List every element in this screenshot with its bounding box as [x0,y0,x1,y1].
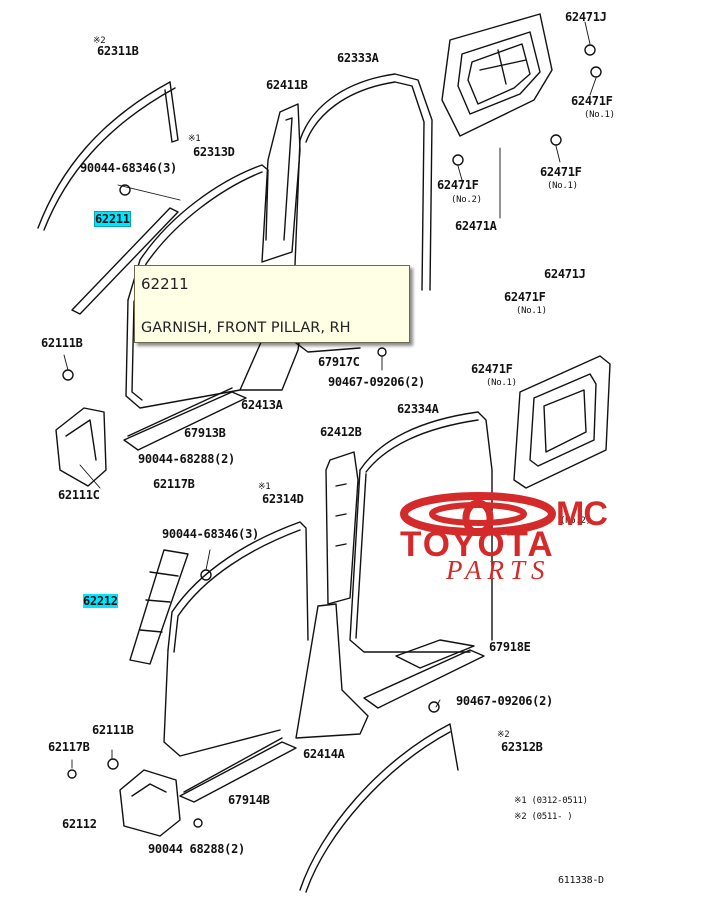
footnote: ※2 (0511- ) [514,812,573,822]
part-label[interactable]: 62414A [303,747,345,761]
fastener-label[interactable]: 90044-68346(3) [162,527,259,541]
fastener-label[interactable]: 90044 68288(2) [148,842,245,856]
door-opening-trim-lower-front [163,521,309,757]
part-label[interactable]: 62334A [397,402,439,416]
front-pillar-garnish-rh [71,207,179,315]
part-label[interactable]: 67917C [318,355,360,369]
part-label[interactable]: 62471F [504,290,546,304]
note-label: (No.2) [451,195,482,205]
center-pillar-trim-lower-group [325,451,359,605]
part-label[interactable]: 62111B [41,336,83,350]
toyota-emblem-icon [400,492,556,536]
part-label[interactable]: 62471J [544,267,586,281]
part-label[interactable]: 67918E [489,640,531,654]
part-label[interactable]: 62412B [320,425,362,439]
marker-label: ※1 [258,482,271,492]
front-pillar-garnish-lower [129,549,189,665]
fastener-label[interactable]: 90044-68346(3) [80,161,177,175]
note-label: (No.1) [516,306,547,316]
part-label[interactable]: 62314D [262,492,304,506]
part-label[interactable]: 62333A [337,51,379,65]
cowl-side-trim-upper [55,407,107,487]
part-label[interactable]: 62471J [565,10,607,24]
note-label: (No.1) [584,110,615,120]
part-label-highlighted[interactable]: 62212 [83,594,118,608]
part-label[interactable]: 67913B [184,426,226,440]
part-label[interactable]: 62411B [266,78,308,92]
part-tooltip: 62211 GARNISH, FRONT PILLAR, RH [134,265,410,343]
quarter-window-seal-lower [513,355,611,489]
part-label[interactable]: 62413A [241,398,283,412]
tooltip-description: GARNISH, FRONT PILLAR, RH [141,320,351,336]
center-pillar-upper-trim [261,103,301,263]
drawing-code: 611338-D [558,875,604,886]
watermark-line2: TOYOTA [400,525,555,564]
part-label[interactable]: 62112 [62,817,97,831]
quarter-window-seal-upper [441,13,553,137]
fastener-label[interactable]: 90467-09206(2) [328,375,425,389]
rear-door-opening-trim [291,73,433,353]
watermark-line1: MC [556,495,608,533]
fastener-label[interactable]: 90467-09206(2) [456,694,553,708]
part-label[interactable]: 62111B [92,723,134,737]
tooltip-part-number: 62211 [141,275,189,293]
center-pillar-lower-trim-2 [295,603,369,739]
part-label[interactable]: 67914B [228,793,270,807]
part-label[interactable]: 62311B [97,44,139,58]
fastener-label[interactable]: 90044-68288(2) [138,452,235,466]
part-label[interactable]: 62471A [455,219,497,233]
marker-label: ※1 [188,134,201,144]
roof-weatherstrip-front [37,81,179,231]
roof-weatherstrip-rear [299,723,459,893]
leader-lines [63,21,597,769]
rear-door-opening-trim-lower [349,411,493,653]
marker-label: ※2 [497,730,510,740]
part-label[interactable]: 62312B [501,740,543,754]
part-label[interactable]: 62471F [471,362,513,376]
watermark-line3: PARTS [446,555,551,585]
note-label: (No.1) [547,181,578,191]
part-label[interactable]: 62313D [193,145,235,159]
part-label[interactable]: 62471F [540,165,582,179]
part-label[interactable]: 62471F [437,178,479,192]
scuff-plate-rear [363,639,485,709]
door-opening-trim-front [125,164,269,409]
part-label[interactable]: 62117B [153,477,195,491]
footnote: ※1 (0312-0511) [514,796,588,806]
center-pillar-lower-trim [239,334,301,391]
part-label[interactable]: 62111C [58,488,100,502]
part-label[interactable]: 62117B [48,740,90,754]
part-label-highlighted[interactable]: 62211 [94,211,131,227]
part-label[interactable]: 62471F [571,94,613,108]
scuff-plate-front [123,387,247,451]
cowl-side-trim-lower [119,769,181,837]
marker-label: ※2 [93,36,106,46]
scuff-plate-front-lower [179,737,297,803]
note-label: (No.2) [560,516,591,526]
note-label: (No.1) [486,378,517,388]
